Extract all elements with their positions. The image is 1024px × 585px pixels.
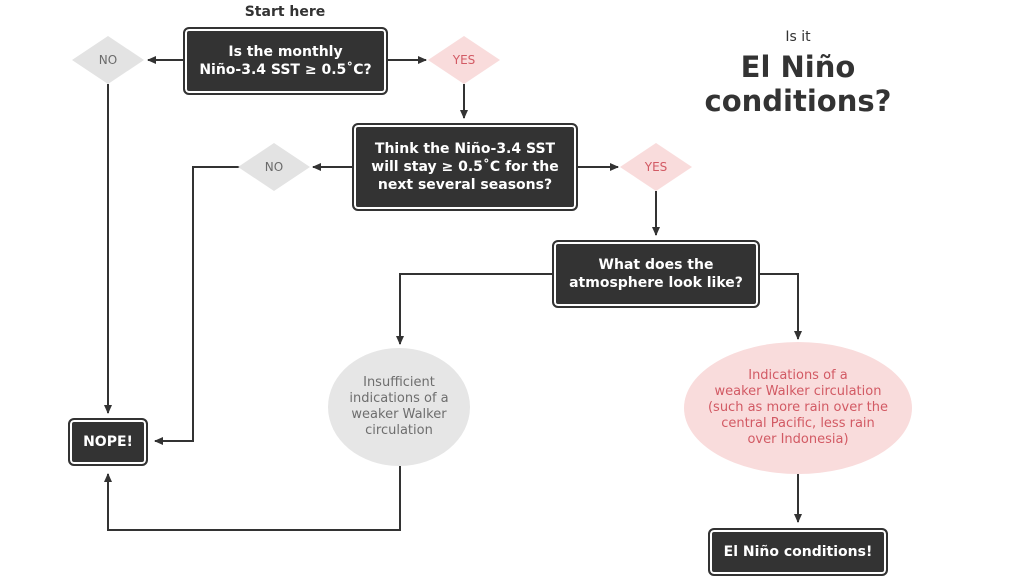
edge-insufficient-to-nope bbox=[104, 466, 401, 531]
decision-yes-1: YES bbox=[428, 36, 500, 84]
outcome-insufficient-walker: Insufficient indications of a weaker Wal… bbox=[328, 348, 470, 466]
edge-no2-to-nope bbox=[154, 166, 240, 445]
title-small: Is it bbox=[785, 29, 811, 45]
decision-yes-2: YES bbox=[620, 143, 692, 191]
decision-no-1-label: NO bbox=[98, 53, 118, 67]
decision-yes-1-label: YES bbox=[452, 53, 476, 67]
start-label: Start here bbox=[244, 4, 326, 20]
result-nope: NOPE! bbox=[68, 418, 148, 466]
outcome-weaker-walker: Indications of a weaker Walker circulati… bbox=[684, 342, 912, 474]
question-sst-threshold: Is the monthly Niño-3.4 SST ≥ 0.5˚C? bbox=[183, 27, 388, 95]
question-sst-persistence: Think the Niño-3.4 SST will stay ≥ 0.5˚C… bbox=[352, 123, 578, 211]
decision-yes-2-label: YES bbox=[644, 160, 668, 174]
decision-no-1: NO bbox=[72, 36, 144, 84]
decision-no-2-label: NO bbox=[264, 160, 284, 174]
question-atmosphere: What does the atmosphere look like? bbox=[552, 240, 760, 308]
result-el-nino-conditions: El Niño conditions! bbox=[708, 528, 888, 576]
page-title: El Niño conditions? bbox=[704, 50, 892, 118]
edge-q3-to-insufficient bbox=[396, 273, 552, 345]
decision-no-2: NO bbox=[238, 143, 310, 191]
edge-q3-to-weaker bbox=[760, 273, 802, 340]
